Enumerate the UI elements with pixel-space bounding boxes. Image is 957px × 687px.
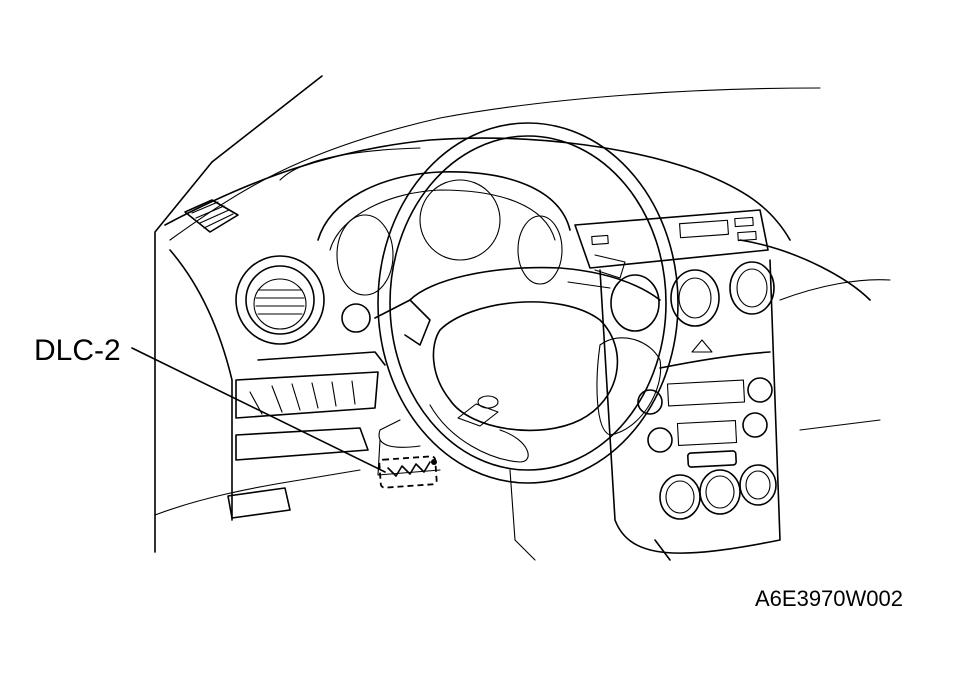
center-stack <box>574 209 781 561</box>
windshield-outline <box>154 75 821 553</box>
dlc-2-label: DLC-2 <box>34 334 121 367</box>
defroster-vent <box>184 199 239 233</box>
dlc-2-connector <box>378 455 438 489</box>
dashboard-top <box>154 137 891 521</box>
left-air-vent <box>235 255 325 345</box>
dlc-2-leader-line <box>131 347 386 473</box>
instrument-cluster <box>317 171 571 296</box>
steering-column <box>341 254 626 448</box>
steering-wheel <box>377 122 679 484</box>
lower-dashboard <box>227 351 536 561</box>
figure-code: A6E3970W002 <box>755 586 903 611</box>
